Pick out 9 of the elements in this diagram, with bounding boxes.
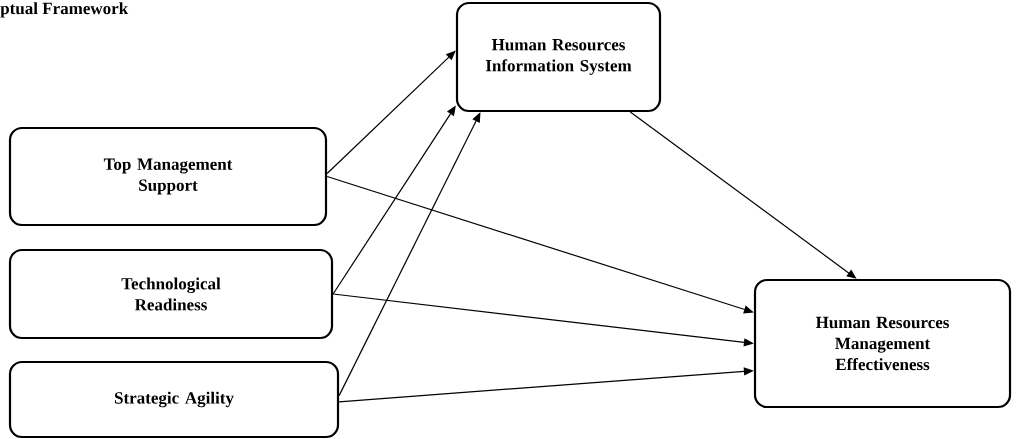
arrow [629,111,857,279]
process-box: Top Management Support [8,126,328,227]
process-box: Human Resources Information System [455,1,662,113]
process-box: Technological Readiness [8,248,334,340]
process-box: Human Resources Management Effectiveness [753,278,1012,409]
arrow [338,112,481,397]
arrow [326,50,456,175]
process-box: Strategic Agility [8,360,340,439]
title: ptual Framework [0,2,129,18]
